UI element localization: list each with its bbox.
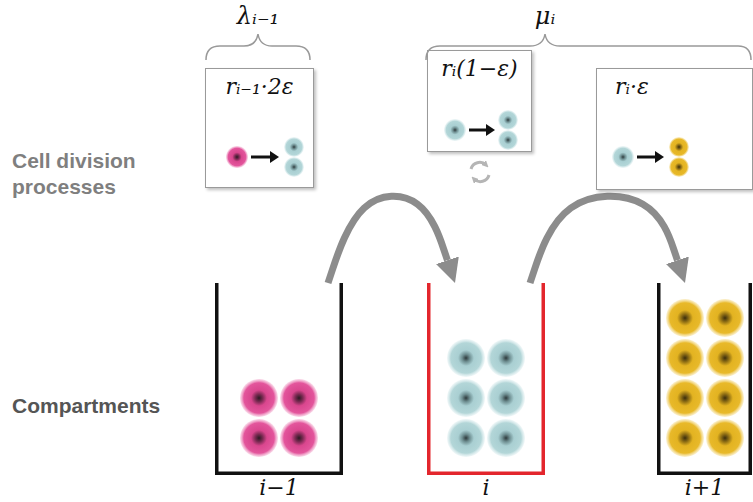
cycle-icon — [471, 162, 489, 181]
process-box: rᵢ₋₁·2ε — [205, 68, 314, 188]
division-icon — [444, 110, 518, 150]
row-heading: Compartments — [12, 393, 160, 419]
beaker-wall — [217, 283, 342, 473]
cell-group — [666, 299, 744, 457]
rate-symbol: λᵢ₋₁ — [237, 1, 279, 31]
rate-label: rᵢ₋₁·2ε — [214, 75, 305, 99]
process-box: rᵢ(1−ε) — [427, 50, 532, 152]
cell-group — [447, 339, 525, 457]
compartment-label: i — [427, 476, 545, 500]
beaker-wall — [659, 283, 751, 473]
division-icon — [226, 137, 304, 177]
beaker-outline — [427, 283, 545, 475]
division-icon — [612, 137, 689, 177]
row-heading: Cell division processes — [12, 148, 167, 201]
compartment-beaker: i — [427, 283, 545, 500]
cell-group — [240, 379, 318, 457]
transition-arrow — [530, 196, 677, 283]
rate-symbol: μᵢ — [535, 1, 555, 31]
process-box: rᵢ·ε — [596, 68, 753, 190]
compartment-beaker: i+1 — [657, 283, 752, 500]
beaker-outline — [215, 283, 343, 475]
rate-label: rᵢ·ε — [615, 75, 734, 99]
transition-arrow — [328, 196, 447, 283]
beaker-outline — [657, 283, 752, 475]
brace — [206, 34, 310, 60]
compartment-label: i−1 — [215, 476, 343, 500]
rate-label: rᵢ(1−ε) — [436, 57, 523, 81]
compartment-beaker: i−1 — [215, 283, 343, 500]
beaker-wall — [429, 283, 544, 473]
compartment-label: i+1 — [657, 476, 752, 500]
